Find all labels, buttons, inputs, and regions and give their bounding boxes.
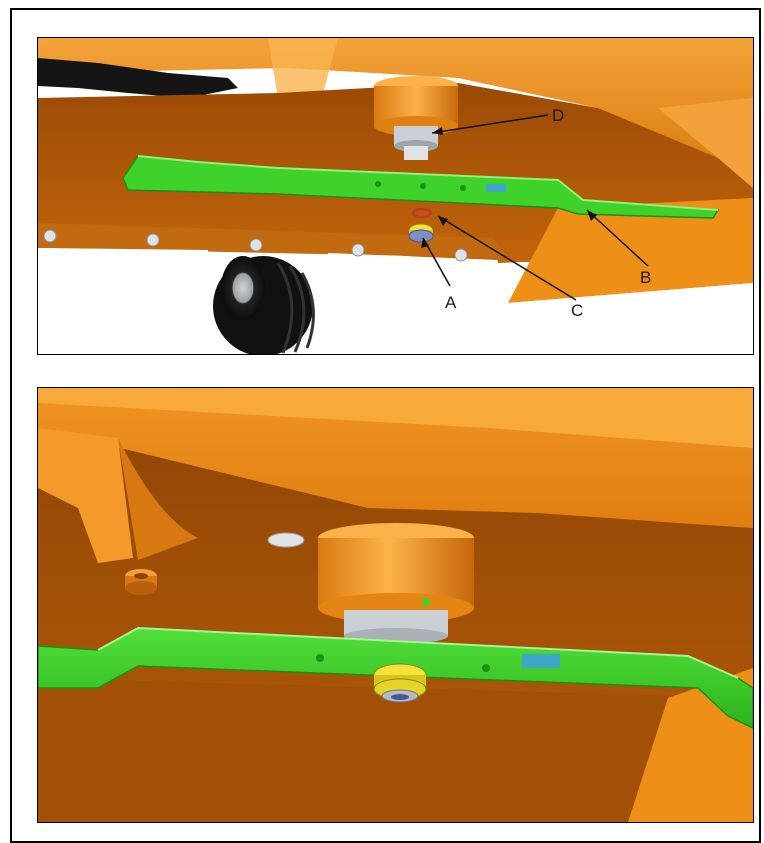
washer-part-c bbox=[411, 207, 433, 219]
bushing bbox=[125, 569, 157, 595]
deck-baffle-shadow bbox=[118, 438, 198, 560]
background bbox=[38, 248, 213, 354]
blade-closeup-illustration bbox=[38, 388, 753, 822]
deck-shell-upper bbox=[38, 38, 753, 188]
blade-edge-highlight bbox=[137, 155, 719, 211]
blade-hole bbox=[460, 185, 466, 191]
callout-d: D bbox=[552, 106, 564, 125]
blade-overview-illustration: D B C A bbox=[38, 38, 753, 354]
blade-nut-closeup-panel bbox=[37, 387, 754, 823]
leader-arrowheads bbox=[421, 127, 597, 248]
blade-hole bbox=[482, 664, 490, 672]
blade-hole bbox=[375, 181, 381, 187]
adjacent-blade-silhouette bbox=[38, 58, 238, 98]
background bbox=[498, 263, 753, 354]
spindle-housing bbox=[318, 523, 474, 644]
spindle-housing bbox=[374, 76, 458, 160]
background bbox=[323, 253, 498, 354]
bolt-head bbox=[267, 532, 305, 548]
callout-c: C bbox=[571, 301, 583, 320]
deck-baffle bbox=[38, 428, 133, 563]
deck-bolts bbox=[43, 229, 468, 262]
blade-decal bbox=[522, 654, 560, 668]
blade-nut bbox=[373, 663, 427, 703]
deck-shell-highlight bbox=[38, 388, 753, 448]
blade-decal bbox=[486, 184, 506, 192]
blade-hole bbox=[420, 183, 426, 189]
grease-fitting bbox=[422, 598, 430, 606]
callout-a: A bbox=[445, 293, 457, 312]
blade-hole bbox=[316, 654, 324, 662]
deck-rib bbox=[268, 38, 338, 98]
deck-skirt bbox=[38, 223, 508, 258]
blade-edge-highlight bbox=[97, 626, 739, 679]
blade-nut-part-a bbox=[408, 223, 434, 243]
deck-side-flange bbox=[658, 98, 753, 188]
callout-b: B bbox=[640, 268, 651, 287]
mower-blade-overview-panel: D B C A bbox=[37, 37, 754, 355]
wheel bbox=[213, 256, 315, 354]
deck-lower bbox=[38, 678, 753, 822]
